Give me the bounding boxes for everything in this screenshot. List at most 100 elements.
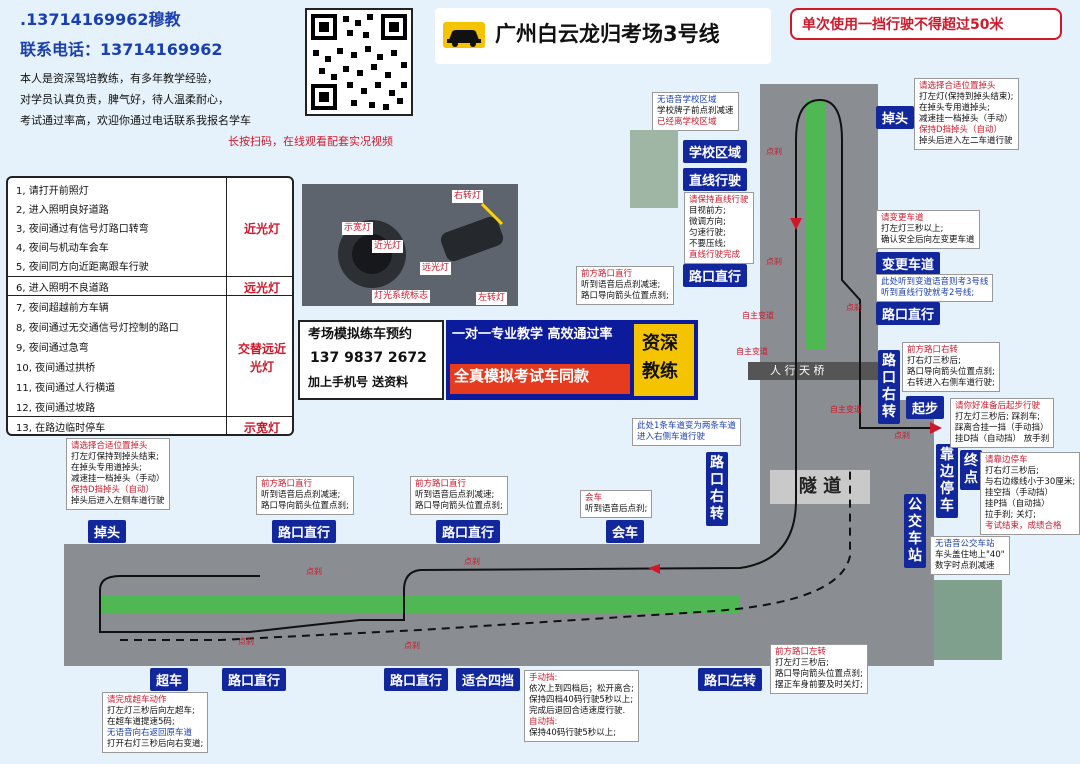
low-beam-label: 近光灯	[372, 240, 404, 253]
school-sign-photo	[630, 130, 678, 208]
uturn-left-note: 请选择合适位置掉头打左灯保持到掉头结束;在掉头专用道掉头;减速挂一档掉头（手动）…	[66, 438, 170, 510]
front-straight-1-note: 前方路口直行听到语音后点刹减速;路口导向箭头位置点刹;	[256, 476, 354, 515]
banner-badge: 资深教练	[642, 333, 678, 382]
median-horizontal	[100, 596, 740, 614]
intersection-straight-2: 路口直行	[436, 520, 501, 543]
warning-text: 单次使用一挡行驶不得超过50米	[802, 17, 1004, 33]
intro-line: 考试通过率高，欢迎你通过电话联系我报名学车	[20, 114, 251, 127]
brake-marker: 点刹	[464, 557, 480, 566]
median-vertical	[806, 100, 826, 350]
exam-line-note: 此处听到变道语音则考3号线听到直线行驶就考2号线;	[876, 274, 994, 302]
brake-marker: 点刹	[404, 641, 420, 650]
intersection-straight-4: 路口直行	[384, 668, 449, 691]
promo-note: 加上手机号 送资料	[308, 375, 409, 389]
school-note: 无语音学校区域学校牌子前点刹减速已经离学校区域	[652, 92, 739, 131]
left-turn-note: 前方路口左转打左灯三秒后;路口导向箭头位置点刹;摆正车身前要及时关灯;	[770, 644, 868, 694]
contact-phone-line: 联系电话：13714169962	[20, 40, 223, 59]
banner-line1: 一对一专业教学 高效通过率	[452, 327, 613, 342]
intersection-straight-right: 路口直行	[876, 302, 941, 325]
start-label: 起步	[906, 396, 945, 419]
uturn-left-label: 掉头	[88, 520, 127, 543]
bus-stop-sign-photo	[934, 580, 1002, 660]
bus-stop-label: 公交车站	[904, 494, 926, 568]
table-row: 2, 进入照明良好道路	[16, 205, 109, 216]
left-turn-light-label: 左转灯	[476, 292, 508, 305]
car-icon	[443, 22, 485, 48]
warning-box	[790, 8, 1062, 40]
position-light-label: 示宽灯	[342, 222, 374, 235]
table-row: 9, 夜间通过急弯	[16, 343, 89, 354]
promo-banner: 一对一专业教学 高效通过率 全真模拟考试车同款 资深教练	[446, 320, 698, 400]
qr-code[interactable]	[305, 8, 413, 116]
title-box	[435, 8, 771, 64]
contact-phone-heading: .13714169962穆教	[20, 10, 181, 29]
table-row: 3, 夜间通过有信号灯路口转弯	[16, 224, 149, 235]
high-beam-label: 远光灯	[420, 262, 452, 275]
self-lane-marker: 自主变道	[830, 405, 862, 414]
table-row: 6, 进入照明不良道路	[16, 283, 109, 294]
booking-promo: 考场模拟练车预约 137 9837 2672 加上手机号 送资料	[298, 320, 444, 400]
promo-title: 考场模拟练车预约	[308, 327, 413, 342]
overpass-label: 人 行 天 桥	[770, 364, 825, 377]
intersection-straight-3: 路口直行	[222, 668, 287, 691]
table-row: 11, 夜间通过人行横道	[16, 383, 116, 394]
front-straight-2-note: 前方路口直行听到语音后点刹减速;路口导向箭头位置点刹;	[410, 476, 508, 515]
position-light-group: 示宽灯	[243, 421, 280, 435]
self-lane-marker: 自主变道	[736, 347, 768, 356]
high-beam-group: 远光灯	[243, 281, 280, 295]
brake-marker: 点刹	[238, 637, 254, 646]
bus-stop-note: 无语音公交车站车头盖住地上"40"数字时点刹减速	[930, 536, 1010, 575]
right-turn-label-lower: 路口右转	[706, 452, 728, 526]
intersection-straight-1: 路口直行	[272, 520, 337, 543]
meeting-label: 会车	[606, 520, 645, 543]
intersection-straight-top: 路口直行	[683, 264, 748, 287]
table-row: 10, 夜间通过拱桥	[16, 363, 96, 374]
table-row: 8, 夜间通过无交通信号灯控制的路口	[16, 323, 179, 334]
start-note: 请你好准备后起步行驶打左灯三秒后; 踩刹车;踩离合挂一挡（手动挡）挂D挡（自动挡…	[950, 398, 1055, 448]
table-row: 5, 夜间同方向近距离跟车行驶	[16, 262, 149, 273]
banner-line2: 全真模拟考试车同款	[454, 367, 590, 385]
night-light-table: 1, 请打开前照灯 2, 进入照明良好道路 3, 夜间通过有信号灯路口转弯 4,…	[6, 176, 294, 436]
gear-four-label: 适合四挡	[456, 668, 521, 691]
self-lane-marker: 自主变道	[742, 311, 774, 320]
lane-change-label: 变更车道	[876, 252, 941, 275]
front-straight-top-note: 前方路口直行听到语音后点刹减速;路口导向箭头位置点刹;	[576, 266, 674, 305]
overtake-label: 超车	[150, 668, 189, 691]
meeting-note: 会车听到语音后点刹;	[580, 490, 653, 518]
pull-over-label: 靠边停车	[936, 444, 958, 518]
straight-label: 直线行驶	[683, 168, 748, 191]
brake-marker: 点刹	[894, 431, 910, 440]
intro-line: 本人是资深驾培教练，有多年教学经验，	[20, 72, 218, 85]
table-row: 13, 在路边临时停车	[16, 423, 106, 434]
table-row: 1, 请打开前照灯	[16, 186, 89, 197]
intro-line: 对学员认真负责，脾气好，待人温柔耐心，	[20, 93, 229, 106]
pedestrian-overpass	[748, 362, 888, 380]
pull-over-note: 请靠边停车打右灯三秒后;与右边缘线小于30厘米;挂空挡（手动挡）挂P挡（自动挡）…	[980, 452, 1080, 535]
table-row: 12, 夜间通过坡路	[16, 403, 96, 414]
scan-note: 长按扫码，在线观看配套实况视频	[228, 135, 393, 148]
promo-phone: 137 9837 2672	[310, 350, 427, 366]
right-turn-light-label: 右转灯	[452, 190, 484, 203]
right-turn-label-upper: 路口右转	[878, 350, 900, 424]
school-zone-label: 学校区域	[683, 140, 748, 163]
uturn-top-label: 掉头	[876, 106, 915, 129]
left-turn-label: 路口左转	[698, 668, 763, 691]
right-turn-note: 前方路口右转打右灯三秒后;路口导向箭头位置点刹;右转进入右侧车道行驶;	[902, 342, 1000, 392]
instructor-intro: 本人是资深驾培教练，有多年教学经验， 对学员认真负责，脾气好，待人温柔耐心， 考…	[20, 68, 251, 131]
table-row: 4, 夜间与机动车会车	[16, 243, 109, 254]
brake-marker: 点刹	[306, 567, 322, 576]
alternate-beam-group: 交替远近光灯	[237, 342, 286, 374]
light-system-label: 灯光系统标志	[372, 290, 431, 303]
overtake-note: 请完成超车动作打左灯三秒后向左超车;在超车道提速5码;无语音向右返回原车道打开右…	[102, 692, 209, 753]
two-lane-note: 此处1条车道变为两条车道进入右侧车道行驶	[632, 418, 741, 446]
light-switch-photo	[302, 184, 518, 306]
straight-note: 请保持直线行驶目视前方;微调方向;匀速行驶;不要压线;直线行驶完成	[684, 192, 754, 264]
brake-marker: 点刹	[766, 147, 782, 156]
lane-change-note: 请变更车道打左灯三秒以上;确认安全后向左变更车道	[876, 210, 980, 249]
uturn-top-note: 请选择合适位置掉头打左灯(保持到掉头结束);在掉头专用道掉头;减速挂一档掉头（手…	[914, 78, 1019, 150]
brake-marker: 点刹	[846, 303, 862, 312]
low-beam-group: 近光灯	[243, 222, 280, 236]
brake-marker: 点刹	[766, 257, 782, 266]
table-row: 7, 夜间超越前方车辆	[16, 303, 109, 314]
